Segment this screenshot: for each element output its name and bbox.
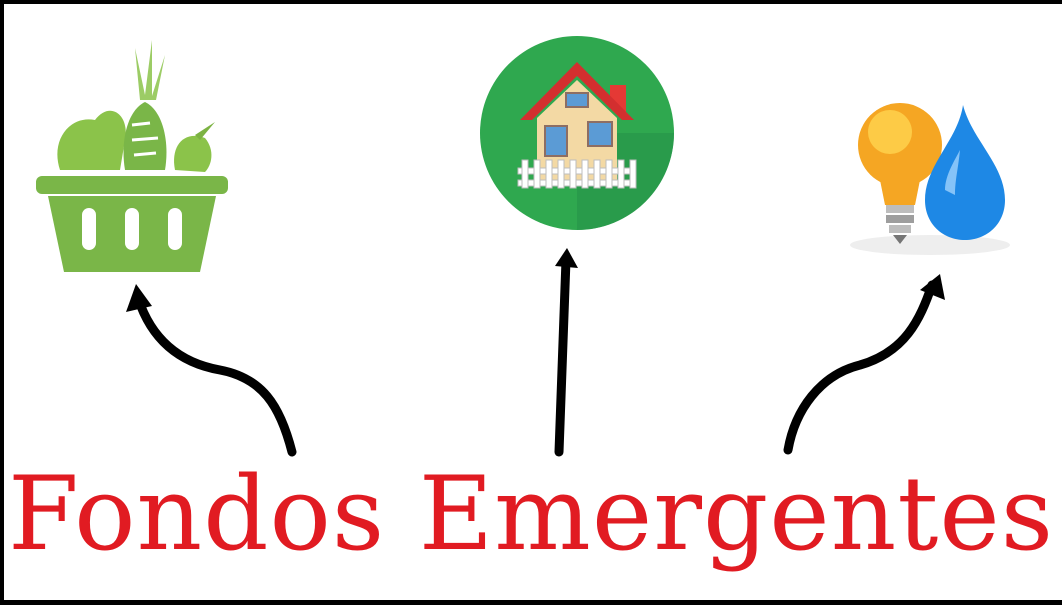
house-icon bbox=[480, 36, 674, 230]
vegetable-basket-icon bbox=[36, 40, 228, 272]
arrow-center bbox=[559, 260, 566, 452]
arrow-heads bbox=[126, 248, 945, 312]
lightbulb-water-drop-icon bbox=[850, 103, 1010, 255]
arrow-right bbox=[788, 285, 932, 450]
page-title: Fondos Emergentes bbox=[0, 440, 1062, 590]
arrows bbox=[138, 260, 932, 452]
arrow-left bbox=[138, 298, 292, 452]
